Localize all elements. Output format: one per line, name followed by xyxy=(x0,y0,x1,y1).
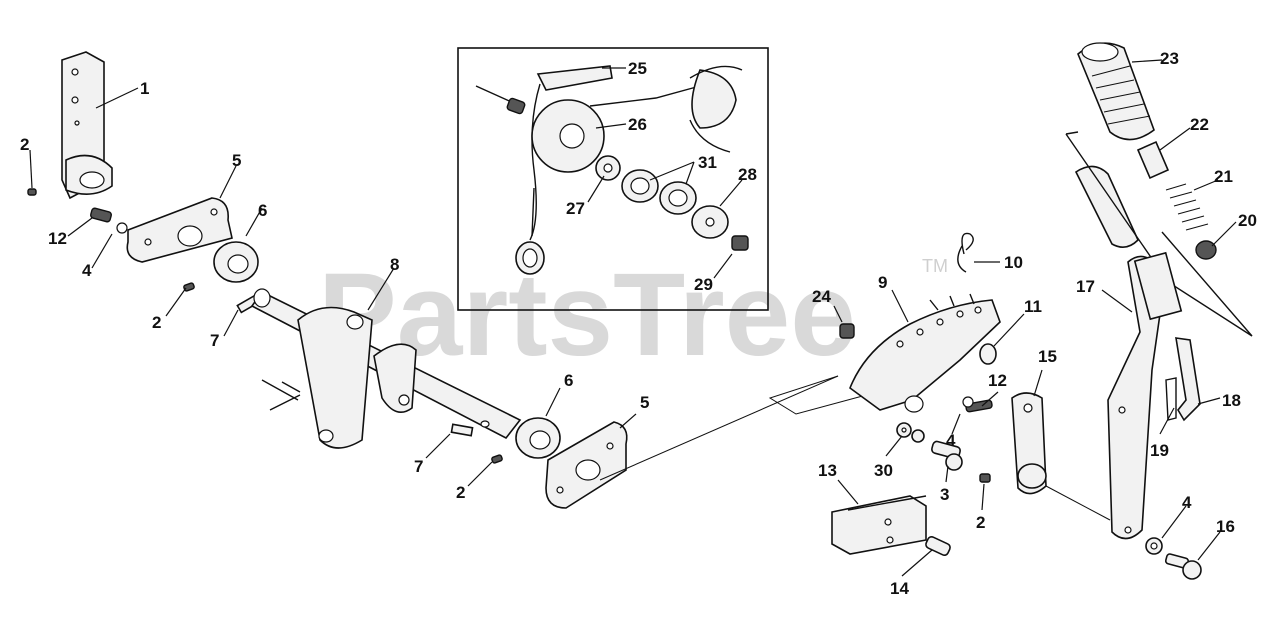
part-19-spring-clip xyxy=(1165,377,1177,421)
part-30-washer xyxy=(896,422,925,443)
part-24-nut xyxy=(839,323,855,339)
part-4-washer-c xyxy=(1145,537,1163,555)
part-2-setscrew-b xyxy=(183,282,195,292)
callout-2: 2 xyxy=(20,135,29,154)
part-4-washer-a xyxy=(116,222,128,234)
callout-14: 14 xyxy=(890,579,909,598)
part-20-cap xyxy=(1195,240,1217,260)
callout-4: 4 xyxy=(82,261,92,280)
inset-box xyxy=(457,47,769,311)
part-3-bolt xyxy=(931,440,963,471)
part-23-grip xyxy=(1077,42,1155,141)
callout-15: 15 xyxy=(1038,347,1057,366)
part-2-setscrew-c xyxy=(491,454,503,464)
part-22-sleeve xyxy=(1136,140,1170,180)
callout-18: 18 xyxy=(1222,391,1241,410)
callout-27: 27 xyxy=(566,199,585,218)
callout-16: 16 xyxy=(1216,517,1235,536)
callout-8: 8 xyxy=(390,255,399,274)
callout-23: 23 xyxy=(1160,49,1179,68)
part-18-latch xyxy=(1175,337,1201,422)
part-6-collar-a xyxy=(213,241,259,283)
part-8-shaft-assembly xyxy=(250,288,522,449)
callout-24: 24 xyxy=(812,287,831,306)
callout-6: 6 xyxy=(258,201,267,220)
part-10-hairpin xyxy=(957,232,974,273)
callout-20: 20 xyxy=(1238,211,1257,230)
part-2-setscrew-a xyxy=(27,188,37,196)
callout-7: 7 xyxy=(210,331,219,350)
connector-line-c xyxy=(1045,485,1111,521)
part-16-bolt xyxy=(1164,553,1202,580)
callout-13: 13 xyxy=(818,461,837,480)
part-2-setscrew-d xyxy=(979,473,991,483)
part-14-pin xyxy=(925,536,951,556)
callout-9: 9 xyxy=(878,273,887,292)
callout-4: 4 xyxy=(1182,493,1192,512)
part-5-bracket-b xyxy=(545,421,628,509)
part-15-lever xyxy=(1011,392,1047,495)
callout-31: 31 xyxy=(698,153,717,172)
callout-25: 25 xyxy=(628,59,647,78)
handle-rod xyxy=(1065,131,1253,337)
part-1-lever xyxy=(61,51,113,200)
part-21-spring xyxy=(1165,183,1209,231)
watermark-trademark: TM xyxy=(922,256,948,276)
callout-labels: 1 2 5 6 12 4 2 7 8 7 2 6 5 25 26 31 28 2… xyxy=(20,49,1257,598)
callout-2: 2 xyxy=(456,483,465,502)
callout-7: 7 xyxy=(414,457,423,476)
leader-lines xyxy=(29,59,1237,577)
callout-2: 2 xyxy=(976,513,985,532)
callout-17: 17 xyxy=(1076,277,1095,296)
part-12-screw-a xyxy=(90,207,112,223)
part-5-bracket-a xyxy=(126,197,233,263)
callout-12: 12 xyxy=(48,229,67,248)
callout-1: 1 xyxy=(140,79,149,98)
callout-28: 28 xyxy=(738,165,757,184)
callout-6: 6 xyxy=(564,371,573,390)
callout-2: 2 xyxy=(152,313,161,332)
part-9-quadrant xyxy=(849,293,1001,413)
callout-26: 26 xyxy=(628,115,647,134)
callout-12: 12 xyxy=(988,371,1007,390)
part-4-washer-b xyxy=(962,396,974,408)
callout-21: 21 xyxy=(1214,167,1233,186)
connector-line-a xyxy=(599,375,839,481)
part-17-handle xyxy=(1107,251,1183,540)
part-13-bracket xyxy=(831,495,927,555)
callout-5: 5 xyxy=(640,393,649,412)
part-11-pin xyxy=(979,343,997,365)
callout-30: 30 xyxy=(874,461,893,480)
part-7-key-b xyxy=(450,423,474,437)
callout-3: 3 xyxy=(940,485,949,504)
callout-19: 19 xyxy=(1150,441,1169,460)
part-6-collar-b xyxy=(515,417,561,459)
callout-22: 22 xyxy=(1190,115,1209,134)
callout-10: 10 xyxy=(1004,253,1023,272)
connector-line-b xyxy=(768,375,871,415)
callout-11: 11 xyxy=(1024,297,1042,316)
callout-5: 5 xyxy=(232,151,241,170)
callout-4: 4 xyxy=(946,431,956,450)
callout-29: 29 xyxy=(694,275,713,294)
